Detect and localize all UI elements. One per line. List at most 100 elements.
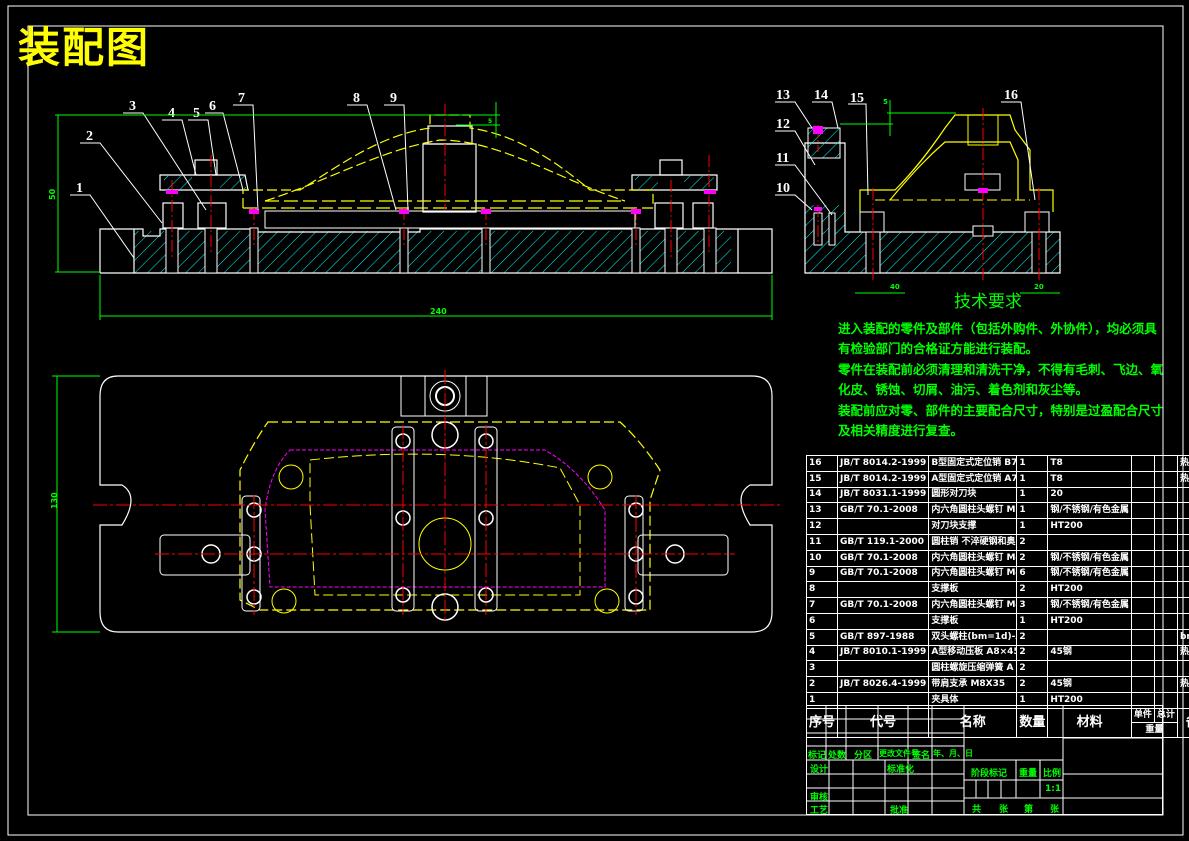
bom-cell-name: 带肩支承 M8X35 <box>928 676 1018 693</box>
base-plate-top-outline <box>99 375 773 633</box>
bom-cell-code <box>837 660 930 678</box>
bom-cell-unit <box>1130 581 1155 599</box>
bom-cell-unit <box>1130 549 1155 567</box>
balloon-8: 8 <box>353 91 360 106</box>
bom-cell-total <box>1153 597 1178 614</box>
bom-cell-code <box>837 612 930 630</box>
bom-cell-unit <box>1130 565 1155 583</box>
support-plate <box>264 210 636 229</box>
tb-process: 工艺 <box>810 806 829 816</box>
bom-cell-code: GB/T 119.1-2000 <box>837 533 930 551</box>
balloon-14: 14 <box>814 88 828 103</box>
tech-requirement-1: 进入装配的零件及部件（包括外购件、外协件），均必须具有检验部门的合格证方能进行装… <box>838 320 1157 357</box>
bom-cell-qty: 2 <box>1016 628 1049 646</box>
tb-label-zone: 分区 <box>854 751 873 761</box>
bom-cell-total <box>1153 581 1178 599</box>
inner-border <box>27 25 1164 816</box>
bom-cell-remark: 热处理HRC35-40 <box>1176 644 1189 662</box>
bom-cell-material <box>1047 660 1132 678</box>
bom-cell-qty: 1 <box>1016 470 1049 488</box>
bom-cell-remark <box>1176 549 1189 567</box>
tb-label-date: 年、月、日 <box>933 749 973 758</box>
bom-cell-remark <box>1176 597 1189 614</box>
bom-cell-remark: 热处理HRC55-60 <box>1176 470 1189 488</box>
bom-cell-name: A型固定式定位销 A7f7×18 <box>928 470 1018 488</box>
bom-cell-name: B型固定式定位销 B7f7×18 <box>928 455 1018 472</box>
tb-sheet-no: 第 <box>1024 805 1034 815</box>
bom-cell-code: JB/T 8031.1-1999 <box>837 486 930 504</box>
bom-cell-unit <box>1130 455 1155 472</box>
bom-cell-material: HT200 <box>1047 581 1132 599</box>
bom-cell-no: 5 <box>805 628 839 646</box>
balloon-16: 16 <box>1004 88 1018 103</box>
bom-cell-total <box>1153 518 1178 535</box>
bom-cell-remark <box>1176 612 1189 630</box>
bom-header-weight: 重量 <box>1130 722 1178 738</box>
bom-cell-remark: 热处理HRC35-40 <box>1176 676 1189 693</box>
tb-sheet-total: 共 <box>972 805 982 815</box>
bom-cell-code <box>837 518 930 535</box>
bom-cell-qty: 2 <box>1016 549 1049 567</box>
top-view: 130 <box>50 370 780 633</box>
bom-cell-qty: 2 <box>1016 660 1049 678</box>
bom-cell-qty: 2 <box>1016 676 1049 693</box>
balloon-4: 4 <box>168 106 175 121</box>
bom-cell-qty: 2 <box>1016 644 1049 662</box>
bom-cell-unit <box>1130 502 1155 520</box>
bom-cell-unit <box>1130 533 1155 551</box>
tb-weight: 重量 <box>1019 769 1038 779</box>
bom-cell-code: GB/T 70.1-2008 <box>837 565 930 583</box>
bom-cell-no: 4 <box>805 644 839 662</box>
bom-cell-total <box>1153 502 1178 520</box>
bom-cell-total <box>1153 565 1178 583</box>
balloon-9: 9 <box>390 91 397 106</box>
bom-cell-name: 双头螺柱(bm=1d)-A型 M8×45 <box>928 628 1018 646</box>
balloon-3: 3 <box>129 99 136 114</box>
bom-header-remark: 备注 <box>1176 707 1189 738</box>
balloon-13: 13 <box>776 88 790 103</box>
bom-cell-code: GB/T 70.1-2008 <box>837 549 930 567</box>
bom-cell-no: 11 <box>805 533 839 551</box>
bom-cell-total <box>1153 455 1178 472</box>
bom-cell-code: JB/T 8010.1-1999 <box>837 644 930 662</box>
tb-scale: 比例 <box>1043 769 1062 779</box>
balloon-1: 1 <box>76 181 83 196</box>
bom-cell-code <box>837 581 930 599</box>
side-view: 13 14 12 11 10 15 16 40 20 5 <box>775 88 1061 294</box>
bom-cell-remark <box>1176 518 1189 535</box>
workpiece-outline <box>242 114 654 208</box>
bom-cell-name: 圆柱螺旋压缩弹簧 A 7X35X1.0X22 <box>928 660 1018 678</box>
bom-cell-code: GB/T 897-1988 <box>837 628 930 646</box>
bom-cell-unit <box>1130 486 1155 504</box>
bom-cell-no: 16 <box>805 455 839 472</box>
bom-cell-no: 10 <box>805 549 839 567</box>
bom-cell-material: 20 <box>1047 486 1132 504</box>
dim-length: 240 <box>430 307 447 316</box>
dim-side-right: 20 <box>1034 283 1044 291</box>
bom-cell-remark <box>1176 486 1189 504</box>
bom-cell-remark <box>1176 533 1189 551</box>
bom-cell-qty: 6 <box>1016 565 1049 583</box>
dim-side-top: 5 <box>883 98 888 106</box>
tb-approve: 批准 <box>890 806 909 816</box>
tb-label-mark: 标记 <box>808 751 827 761</box>
bom-cell-material: 45钢 <box>1047 676 1132 693</box>
balloon-10: 10 <box>776 181 790 196</box>
balloon-2: 2 <box>86 129 93 144</box>
bom-cell-qty: 2 <box>1016 533 1049 551</box>
tech-requirements: 技术要求 进入装配的零件及部件（包括外购件、外协件），均必须具有检验部门的合格证… <box>838 292 1168 442</box>
bom-cell-code: JB/T 8014.2-1999 <box>837 470 930 488</box>
bom-cell-remark: bm=1d 螺柱 <box>1176 628 1189 646</box>
outer-border <box>7 5 1184 836</box>
bom-cell-name: 内六角圆柱头螺钉 M4×12 <box>928 565 1018 583</box>
bom-cell-remark <box>1176 581 1189 599</box>
bom-cell-name: 对刀块支撑 <box>928 518 1018 535</box>
